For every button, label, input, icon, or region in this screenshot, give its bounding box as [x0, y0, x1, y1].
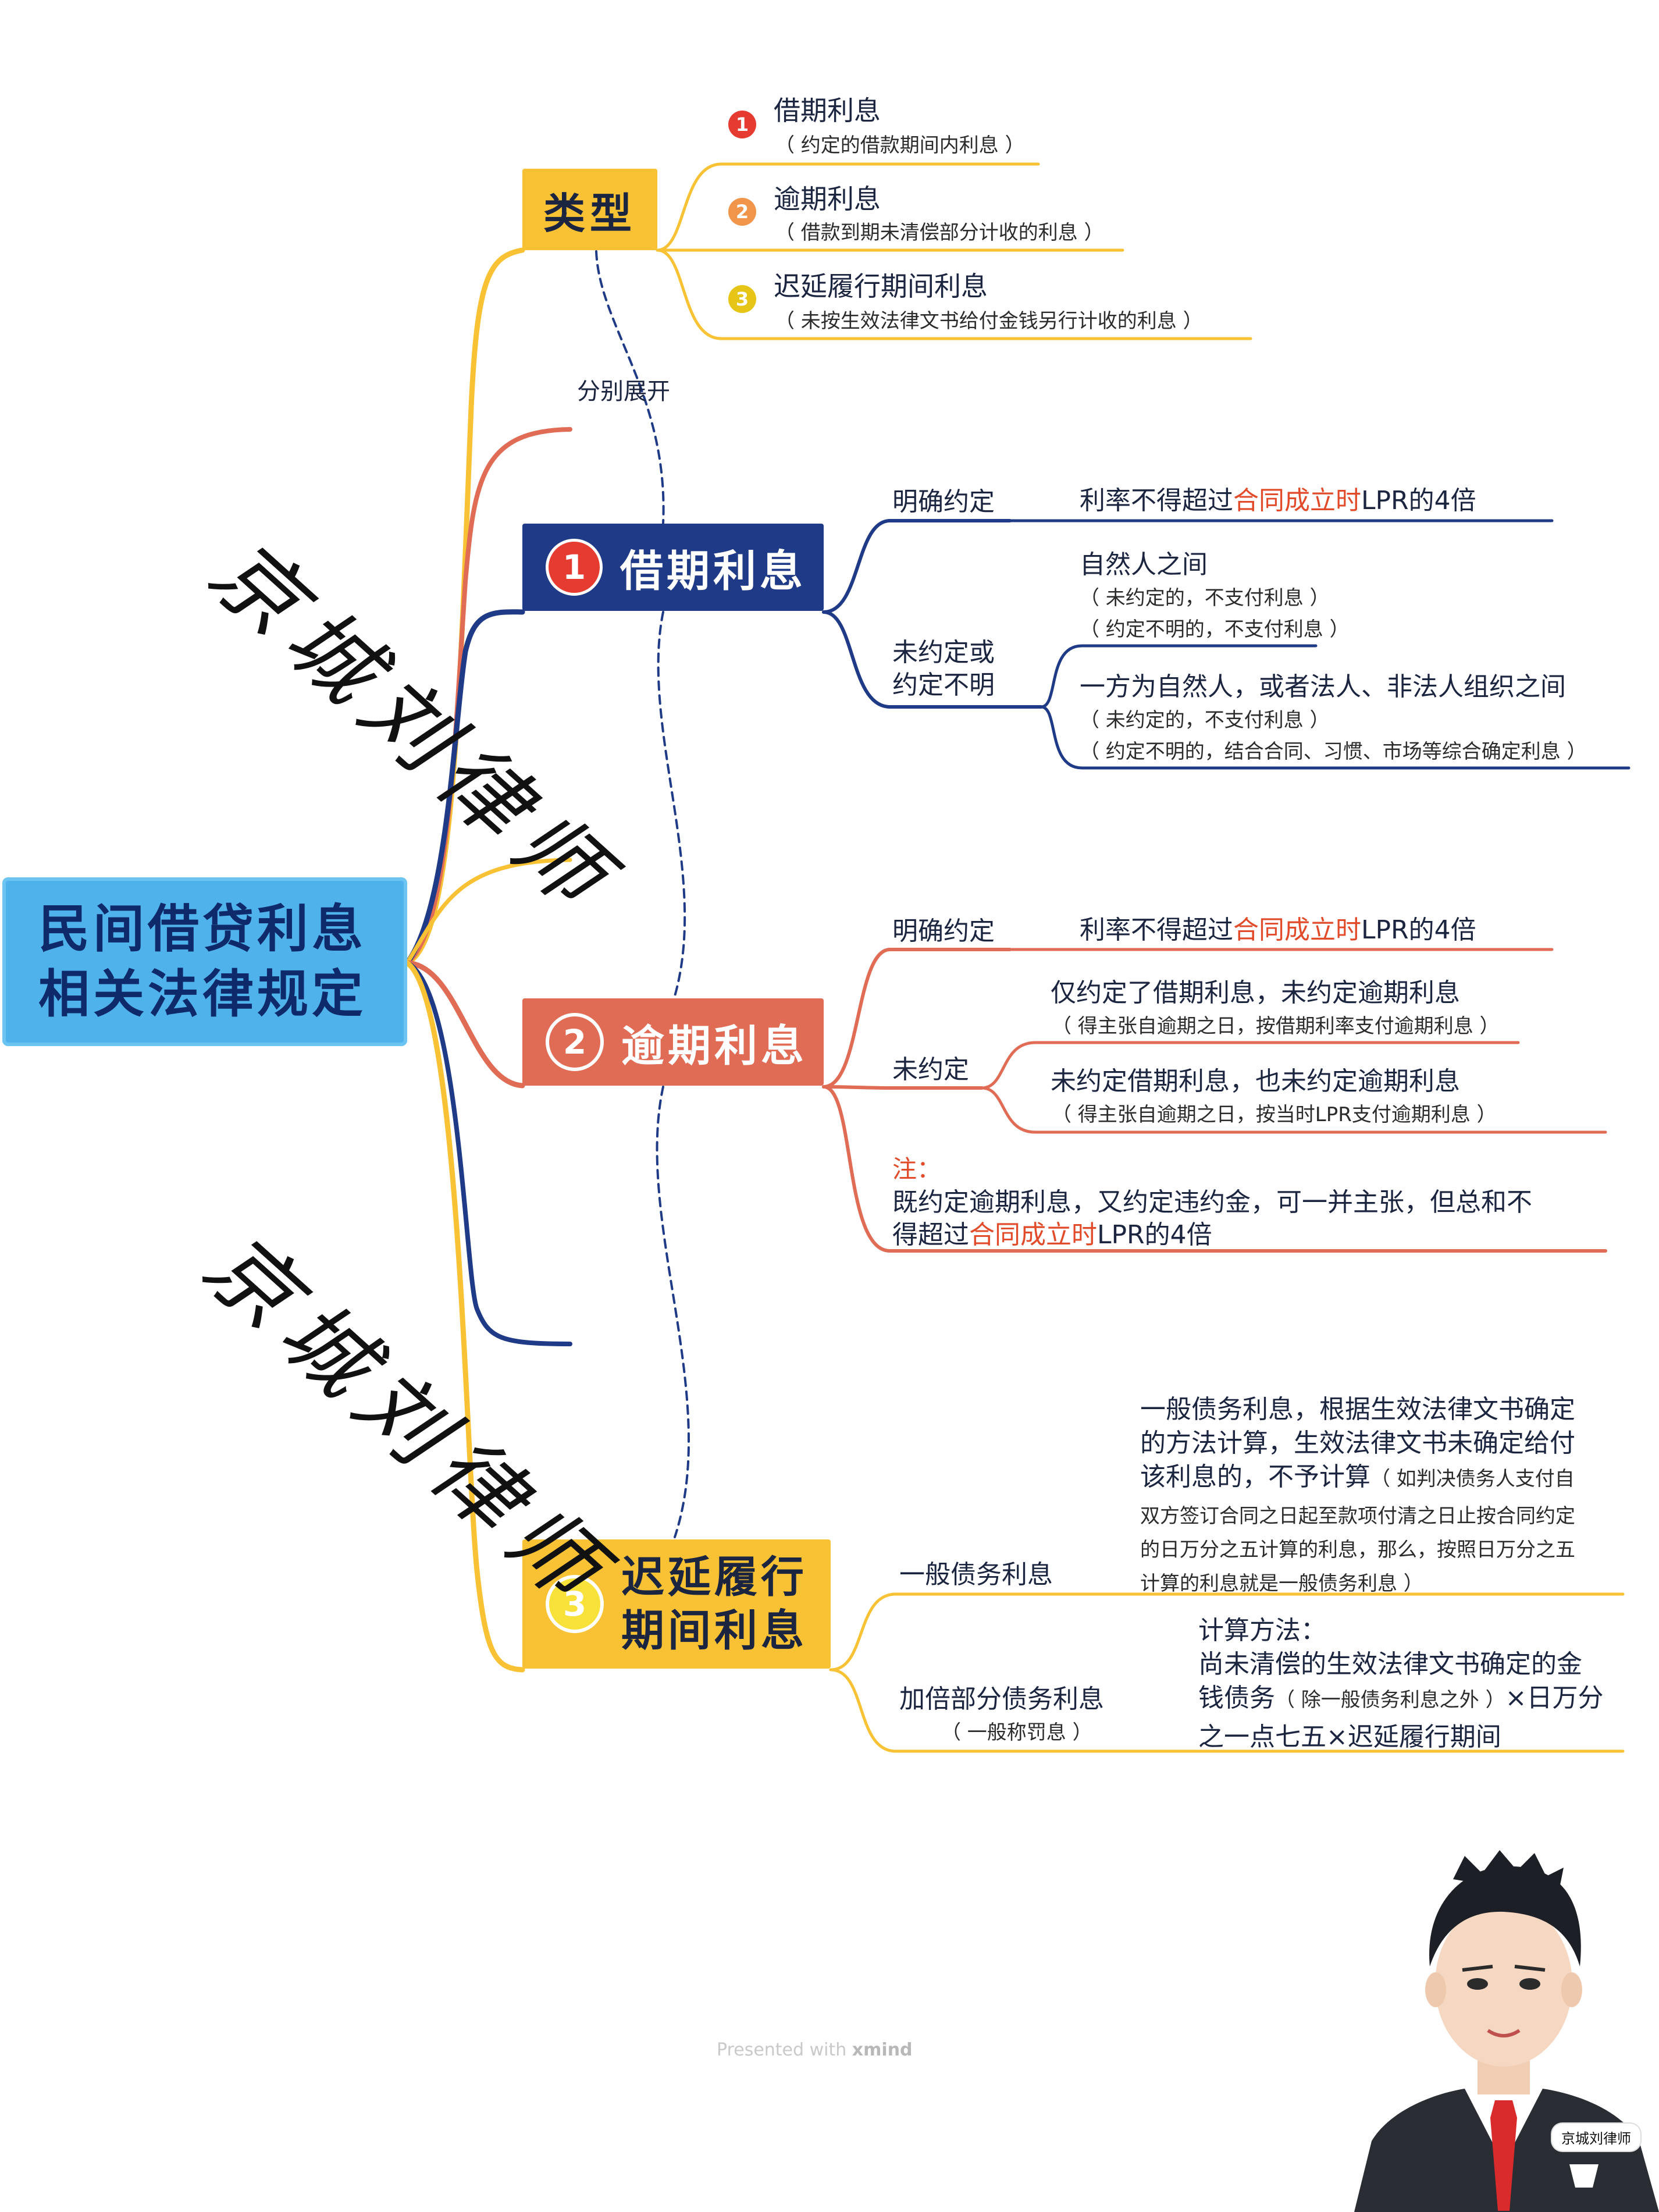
presented-with-footer: Presented with xmind [717, 2040, 913, 2060]
root-title-line1: 民间借贷利息 [38, 899, 367, 959]
b1-case2-note2: （ 约定不明的，结合合同、习惯、市场等综合确定利息 ） [1080, 740, 1587, 763]
b1-unagreed-label: 未约定或 约定不明 [892, 638, 995, 700]
b3-general-text: 一般债务利息，根据生效法律文书确定 的方法计算，生效法律文书未确定给付 该利息的… [1140, 1395, 1575, 1595]
b2-agreed-rule: 利率不得超过合同成立时LPR的4倍 [1080, 915, 1476, 945]
b2-note-line1: 既约定逾期利息，又约定违约金，可一并主张，但总和不 [892, 1187, 1532, 1217]
branch-delay-interest[interactable]: 3 迟延履行 期间利息 [522, 1539, 831, 1669]
branch-2-label: 逾期利息 [621, 1020, 807, 1071]
b1-case1-note2: （ 约定不明的，不支付利息 ） [1080, 618, 1350, 641]
b2-unagreed-label: 未约定 [892, 1055, 969, 1084]
root-title-line2: 相关法律规定 [38, 964, 367, 1024]
type-item-3-number-icon: 3 [728, 285, 756, 313]
type-item-1-number-icon: 1 [728, 111, 756, 138]
b2-agreed-label: 明确约定 [892, 916, 995, 946]
b2-case1-title: 仅约定了借期利息，未约定逾期利息 [1051, 978, 1460, 1008]
type-item-2-title: 逾期利息 [774, 183, 881, 215]
b3-general-label: 一般债务利息 [899, 1560, 1053, 1589]
branch-2-number-icon: 2 [546, 1013, 604, 1071]
branch-3-label-line2: 期间利息 [621, 1606, 807, 1656]
b1-case2-title: 一方为自然人，或者法人、非法人组织之间 [1080, 672, 1566, 702]
avatar-name-badge: 京城刘律师 [1552, 2124, 1640, 2151]
type-item-3-desc: （ 未按生效法律文书给付金钱另行计收的利息 ） [775, 310, 1203, 333]
dashed-link-label: 分别展开 [577, 378, 670, 405]
b3-double-text: 计算方法： 尚未清偿的生效法律文书确定的金 钱债务（ 除一般债务利息之外 ）×日… [1198, 1616, 1604, 1752]
branch-borrowing-interest[interactable]: 1 借期利息 [522, 524, 824, 611]
branch-3-number-icon: 3 [546, 1575, 604, 1633]
lawyer-avatar-image [1354, 1850, 1659, 2212]
type-item-1-desc: （ 约定的借款期间内利息 ） [775, 134, 1025, 157]
b1-case2-note1: （ 未约定的，不支付利息 ） [1080, 709, 1330, 732]
b2-case2-title: 未约定借期利息，也未约定逾期利息 [1051, 1066, 1460, 1096]
type-item-3-title: 迟延履行期间利息 [774, 271, 988, 302]
type-node[interactable]: 类型 [522, 169, 657, 250]
type-item-1-title: 借期利息 [774, 95, 881, 126]
branch-3-label-line1: 迟延履行 [621, 1552, 807, 1602]
b1-agreed-rule: 利率不得超过合同成立时LPR的4倍 [1080, 486, 1476, 515]
branch-1-number-icon: 1 [546, 539, 603, 596]
root-node[interactable]: 民间借贷利息 相关法律规定 [2, 877, 407, 1046]
b1-case1-title: 自然人之间 [1080, 550, 1208, 579]
type-label: 类型 [543, 189, 636, 238]
type-item-2-desc: （ 借款到期未清偿部分计收的利息 ） [775, 221, 1104, 244]
b1-case1-note1: （ 未约定的，不支付利息 ） [1080, 586, 1330, 610]
b3-double-label: 加倍部分债务利息 [899, 1684, 1104, 1714]
type-item-2-number-icon: 2 [728, 198, 756, 226]
b1-agreed-label: 明确约定 [892, 487, 995, 517]
branch-1-label: 借期利息 [620, 546, 806, 596]
b3-double-sub: （ 一般称罚息 ） [941, 1721, 1092, 1744]
b2-note-line2: 得超过合同成立时LPR的4倍 [892, 1220, 1212, 1250]
b2-case2-note: （ 得主张自逾期之日，按当时LPR支付逾期利息 ） [1052, 1103, 1497, 1126]
branch-overdue-interest[interactable]: 2 逾期利息 [522, 998, 824, 1086]
b2-case1-note: （ 得主张自逾期之日，按借期利率支付逾期利息 ） [1052, 1015, 1500, 1038]
b2-note-label: 注： [892, 1155, 942, 1183]
